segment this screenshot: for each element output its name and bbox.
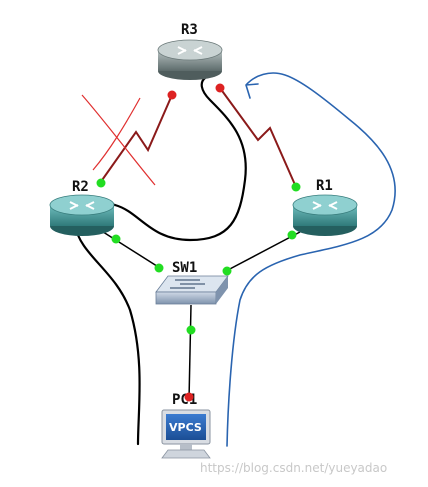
status-dot-r1-sw1 [287,230,297,240]
r2-label: R2 [72,179,89,195]
watermark-text: https://blog.csdn.net/yueyadao [200,461,387,475]
link-r2-sw1 [99,229,161,269]
status-dot-sw1-r1 [222,266,232,276]
status-dot-sw1-pc1 [186,325,196,335]
link-r3-r1 [219,87,297,188]
pc-pc1[interactable]: VPCS [161,409,211,459]
r1-label: R1 [316,178,333,194]
status-dot-r2-sw1 [111,234,121,244]
router-arrows-icon [69,201,95,210]
router-arrows-icon [177,46,203,55]
status-dot-r3-r2 [167,90,177,100]
link-r3-r2 [99,94,173,184]
blue-path-annotation [226,72,396,447]
pc-screen-text: VPCS [169,421,202,434]
router-r3[interactable] [157,39,223,80]
black-path-annotation [73,76,247,446]
status-dot-r2-r3 [96,178,106,188]
status-dot-sw1-r2 [154,263,164,273]
status-dot-pc1-sw1 [184,392,194,402]
router-arrows-icon [312,201,338,210]
switch-arrows-icon [170,279,205,289]
link-r1-sw1 [225,231,301,272]
sw1-label: SW1 [172,260,197,276]
status-dot-r1-r3 [291,182,301,192]
r3-label: R3 [181,22,198,38]
switch-sw1[interactable] [155,275,229,305]
router-r1[interactable] [292,194,358,236]
router-r2[interactable] [49,194,115,236]
link-sw1-pc1 [188,304,192,401]
status-dot-r3-r1 [215,83,225,93]
blocked-cross-icon [81,94,156,186]
pc1-label: PC1 [172,392,197,408]
